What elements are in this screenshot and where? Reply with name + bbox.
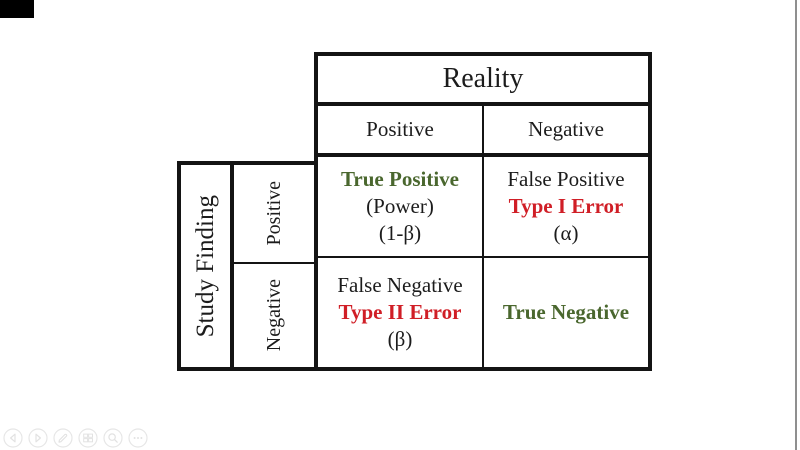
see-all-slides-icon: [78, 428, 98, 448]
false-negative-title: False Negative: [337, 273, 463, 297]
false-positive-formula: (α): [553, 221, 579, 245]
cell-false-negative: False Negative Type II Error (β): [318, 258, 484, 367]
see-all-slides-button[interactable]: [78, 428, 98, 448]
true-negative-title: True Negative: [502, 300, 630, 324]
type-two-error-label: Type II Error: [338, 300, 462, 324]
next-slide-button[interactable]: [28, 428, 48, 448]
matrix-row-negative: False Negative Type II Error (β) True Ne…: [318, 258, 648, 367]
previous-slide-button[interactable]: [3, 428, 23, 448]
matrix-row-positive: True Positive (Power) (1-β) False Positi…: [318, 157, 648, 258]
presenter-toolbar: [3, 428, 148, 448]
reality-header: Reality: [318, 56, 648, 106]
pen-tools-icon: [53, 428, 73, 448]
study-finding-header-cell: Study Finding: [181, 165, 234, 367]
next-slide-icon: [28, 428, 48, 448]
column-header-row: Positive Negative: [318, 106, 648, 157]
true-positive-title: True Positive: [340, 167, 459, 191]
row-header-negative-cell: Negative: [234, 264, 314, 367]
false-negative-formula: (β): [387, 327, 413, 351]
true-positive-power: (Power): [366, 194, 434, 218]
col-header-positive: Positive: [318, 106, 484, 153]
study-finding-label: Study Finding: [191, 194, 219, 338]
true-positive-formula: (1-β): [378, 221, 422, 245]
row-header-positive-cell: Positive: [234, 165, 314, 264]
row-labels-column: Positive Negative: [234, 165, 314, 367]
zoom-icon: [103, 428, 123, 448]
cell-true-negative: True Negative: [484, 258, 648, 367]
study-finding-block: Study Finding Positive Negative: [177, 161, 314, 371]
corner-artifact: [0, 0, 34, 18]
more-options-icon: [128, 428, 148, 448]
row-header-negative: Negative: [262, 279, 285, 352]
reality-table: Reality Positive Negative True Positive …: [314, 52, 652, 371]
col-header-negative: Negative: [528, 117, 604, 141]
type-one-error-label: Type I Error: [508, 194, 624, 218]
cell-false-positive: False Positive Type I Error (α): [484, 157, 648, 256]
row-header-positive: Positive: [262, 181, 285, 246]
false-positive-title: False Positive: [507, 167, 625, 191]
previous-slide-icon: [3, 428, 23, 448]
window-right-edge: [795, 0, 797, 450]
cell-true-positive: True Positive (Power) (1-β): [318, 157, 484, 256]
zoom-slide-button[interactable]: [103, 428, 123, 448]
more-options-button[interactable]: [128, 428, 148, 448]
pen-tools-button[interactable]: [53, 428, 73, 448]
